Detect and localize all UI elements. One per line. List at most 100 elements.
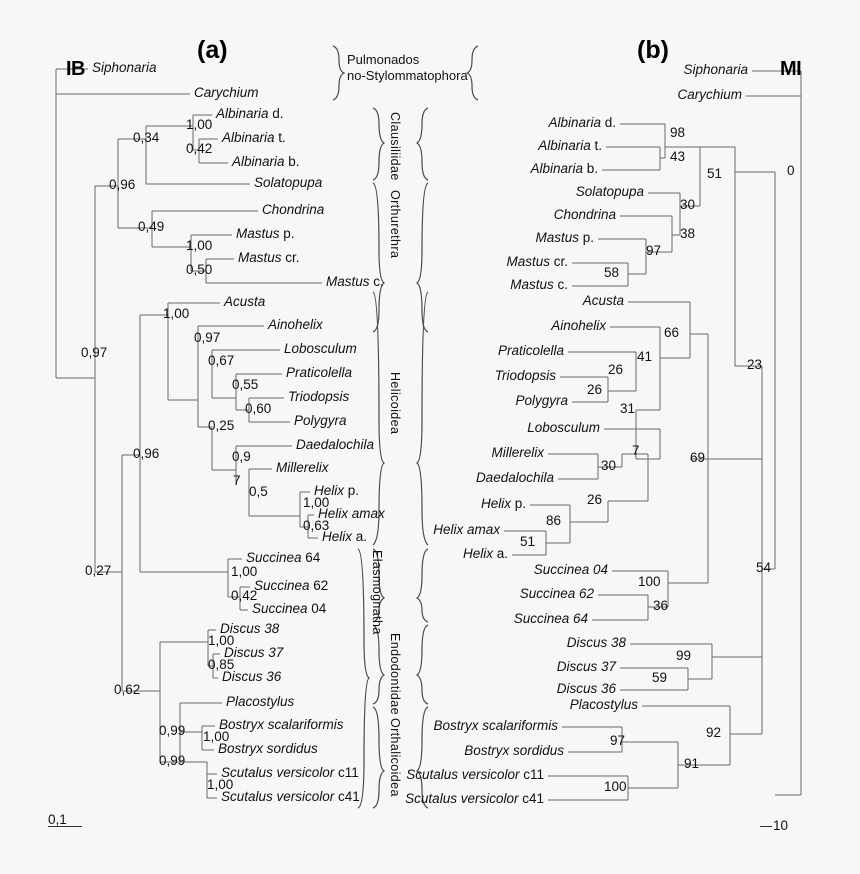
taxon-name: Succinea <box>254 578 310 593</box>
tip-label-daedalochila: Daedalochila <box>0 471 554 485</box>
taxon-name: Discus 36 <box>556 681 616 696</box>
support-value-b_36: 36 <box>653 598 669 613</box>
taxon-name: Scutalus versicolor <box>221 765 335 780</box>
taxon-name: Placostylus <box>569 697 638 712</box>
tip-label-bostryx_sca: Bostryx scalariformis <box>0 719 558 733</box>
tip-label-succinea62: Succinea 62 <box>0 587 594 601</box>
tip-label-alb_d: Albinaria d. <box>216 107 284 121</box>
taxon-name: Discus 36 <box>222 669 282 684</box>
tip-label-alb_b: Albinaria b. <box>232 155 300 169</box>
taxon-name: Mastus <box>506 254 550 269</box>
tip-label-bostryx_sor: Bostryx sordidus <box>218 742 318 756</box>
taxon-name: Carychium <box>194 85 259 100</box>
taxon-name: Bostryx sordidus <box>464 743 564 758</box>
taxon-name: Lobosculum <box>527 420 600 435</box>
tip-label-solatopupa: Solatopupa <box>0 185 644 199</box>
support-value-a_acusta: 1,00 <box>163 306 190 321</box>
tip-label-mastus_cr: Mastus cr. <box>238 251 300 265</box>
support-value-b_97: 97 <box>646 243 662 258</box>
taxon-name: Mastus <box>238 250 282 265</box>
tip-label-bostryx_sor: Bostryx sordidus <box>0 744 564 758</box>
taxon-name: Helix <box>314 483 345 498</box>
tip-label-alb_t: Albinaria t. <box>222 131 286 145</box>
clade-orthalicoidea: Orthalicoidea <box>388 718 402 797</box>
tip-label-ainohelix: Ainohelix <box>268 318 323 332</box>
tip-label-mastus_p: Mastus p. <box>236 227 295 241</box>
tip-label-discus37: Discus 37 <box>0 660 616 674</box>
taxon-suffix: t. <box>274 130 286 145</box>
clade-elasmognatha: Elasmognatha <box>370 550 384 635</box>
taxon-suffix: cr. <box>281 250 300 265</box>
tip-label-polygyra: Polygyra <box>0 394 568 408</box>
support-value-a_root097: 0,97 <box>81 345 108 360</box>
tip-label-bostryx_sca: Bostryx scalariformis <box>219 718 344 732</box>
tip-label-alb_b: Albinaria b. <box>0 162 598 176</box>
support-value-a_elas027: 0,27 <box>85 563 112 578</box>
tree-a-method-label: IB <box>66 58 86 80</box>
support-value-b_38: 38 <box>680 226 696 241</box>
tip-label-scutalus41: Scutalus versicolor c41 <box>0 792 544 806</box>
support-value-a_heli096: 0,96 <box>133 446 160 461</box>
tip-label-millerelix: Millerelix <box>0 446 544 460</box>
taxon-suffix: p. <box>344 483 360 498</box>
support-value-a_helix2: 0,63 <box>303 518 330 533</box>
tip-label-helix_amax: Helix amax <box>0 523 500 537</box>
tip-label-chondrina: Chondrina <box>0 208 616 222</box>
taxon-name: Triodopsis <box>494 368 556 383</box>
taxon-suffix: a. <box>492 546 508 561</box>
tip-label-discus37: Discus 37 <box>224 646 283 660</box>
support-value-a_discus1: 1,00 <box>208 633 235 648</box>
taxon-name: Succinea 04 <box>533 562 608 577</box>
support-value-a_orth099: 0,99 <box>159 723 186 738</box>
tip-label-helix_a: Helix a. <box>0 547 508 561</box>
taxon-suffix: t. <box>590 138 602 153</box>
clade-clausiliidae: Clausiliidae <box>388 112 402 181</box>
tip-label-mastus_p: Mastus p. <box>0 231 594 245</box>
support-value-a_succ1: 1,00 <box>231 564 258 579</box>
taxon-name: Mastus <box>326 274 370 289</box>
taxon-name: Polygyra <box>294 413 347 428</box>
tip-label-acusta: Acusta <box>0 294 624 308</box>
support-value-a_daed: 0,9 <box>232 449 251 464</box>
taxon-name: Siphonaria <box>683 62 748 77</box>
taxon-name: Chondrina <box>553 207 616 222</box>
taxon-name: Scutalus versicolor <box>406 767 520 782</box>
taxon-suffix: c11 <box>334 765 359 780</box>
taxon-name: Bostryx scalariformis <box>219 717 344 732</box>
tip-label-mastus_c: Mastus c. <box>326 275 384 289</box>
taxon-name: Ainohelix <box>268 317 323 332</box>
support-value-a_alb_tb: 0,42 <box>186 141 213 156</box>
taxon-name: Scutalus versicolor <box>405 791 519 806</box>
taxon-suffix: c11 <box>519 767 544 782</box>
support-value-b_69: 69 <box>690 450 706 465</box>
support-value-b_100a: 100 <box>638 574 661 589</box>
tip-label-carychium: Carychium <box>194 86 259 100</box>
taxon-suffix: d. <box>268 106 284 121</box>
taxon-name: Helix <box>480 496 511 511</box>
tip-label-succinea62: Succinea 62 <box>254 579 328 593</box>
tip-label-acusta: Acusta <box>224 295 265 309</box>
tip-label-chondrina: Chondrina <box>262 203 324 217</box>
tip-label-scutalus11: Scutalus versicolor c11 <box>221 766 359 780</box>
support-value-b_51b: 51 <box>520 534 536 549</box>
tip-label-helix_amax: Helix amax <box>318 507 385 521</box>
support-value-b_7: 7 <box>632 443 640 458</box>
support-value-b_98: 98 <box>670 125 686 140</box>
tip-label-losculum: Lobosculum <box>0 421 600 435</box>
taxon-name: Placostylus <box>226 694 295 709</box>
support-value-b_66: 66 <box>664 325 680 340</box>
support-value-b_92: 92 <box>706 725 722 740</box>
scale-bar-b: 10 <box>760 818 788 833</box>
support-value-a_alb_dt: 1,00 <box>186 117 213 132</box>
scale-bar-a: 0,1 <box>48 812 82 827</box>
tip-label-helix_a: Helix a. <box>322 530 367 544</box>
tip-label-losculum: Lobosculum <box>284 342 357 356</box>
support-value-a_poly: 0,25 <box>208 418 235 433</box>
taxon-name: Millerelix <box>491 445 544 460</box>
taxon-name: Helix amax <box>433 522 500 537</box>
scale-bar-b-line <box>760 826 772 827</box>
tip-label-triodopsis: Triodopsis <box>288 390 349 404</box>
